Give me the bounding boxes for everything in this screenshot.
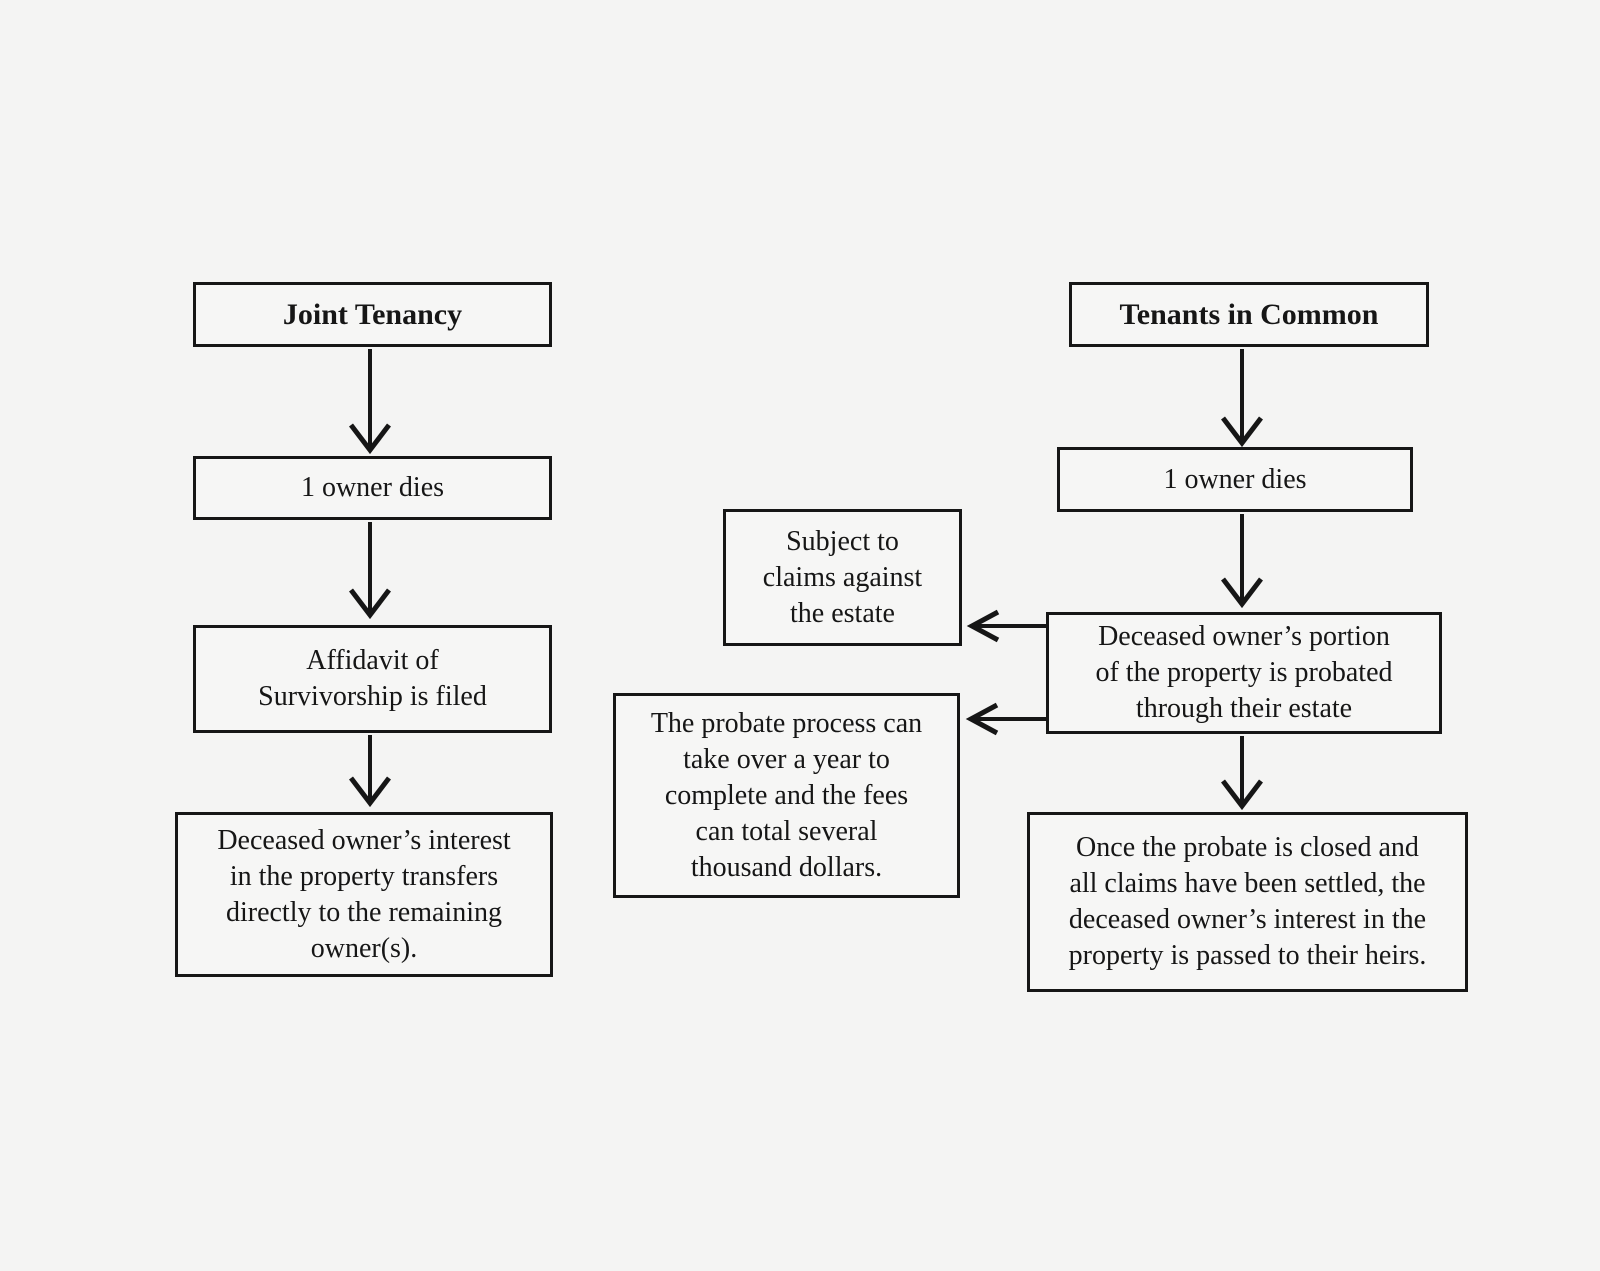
tenants-in-common-header-box: Tenants in Common (1069, 282, 1429, 347)
joint-tenancy-header-box: Joint Tenancy (193, 282, 552, 347)
arrow-joint-header-to-owner-dies (349, 349, 391, 455)
tic-heirs-box: Once the probate is closed and all claim… (1027, 812, 1468, 992)
arrow-tic-header-to-owner-dies (1221, 349, 1263, 448)
arrow-probate-to-duration-note (965, 702, 1046, 736)
tic-heirs-label: Once the probate is closed and all claim… (1068, 832, 1427, 971)
arrow-tic-owner-dies-to-probate (1221, 514, 1263, 609)
arrow-tic-probate-to-heirs (1221, 736, 1263, 811)
tic-owner-dies-box: 1 owner dies (1057, 447, 1413, 512)
tic-probate-box: Deceased owner’s portion of the property… (1046, 612, 1442, 734)
probate-duration-note-label: The probate process can take over a year… (650, 707, 923, 883)
joint-owner-dies-box: 1 owner dies (193, 456, 552, 520)
joint-transfer-box: Deceased owner’s interest in the propert… (175, 812, 553, 977)
joint-affidavit-box: Affidavit of Survivorship is filed (193, 625, 552, 733)
arrow-probate-to-claims-note (966, 609, 1046, 643)
arrow-joint-owner-dies-to-affidavit (349, 522, 391, 620)
tic-probate-label: Deceased owner’s portion of the property… (1095, 621, 1393, 724)
claims-note-label: Subject to claims against the estate (762, 525, 923, 629)
joint-tenancy-header-label: Joint Tenancy (282, 297, 463, 331)
probate-duration-note-box: The probate process can take over a year… (613, 693, 960, 898)
joint-owner-dies-label: 1 owner dies (300, 472, 445, 503)
tenants-in-common-header-label: Tenants in Common (1119, 297, 1379, 331)
joint-affidavit-label: Affidavit of Survivorship is filed (258, 645, 487, 712)
arrow-joint-affidavit-to-transfer (349, 735, 391, 808)
joint-transfer-label: Deceased owner’s interest in the propert… (217, 824, 511, 964)
tic-owner-dies-label: 1 owner dies (1163, 463, 1307, 495)
claims-note-box: Subject to claims against the estate (723, 509, 962, 646)
